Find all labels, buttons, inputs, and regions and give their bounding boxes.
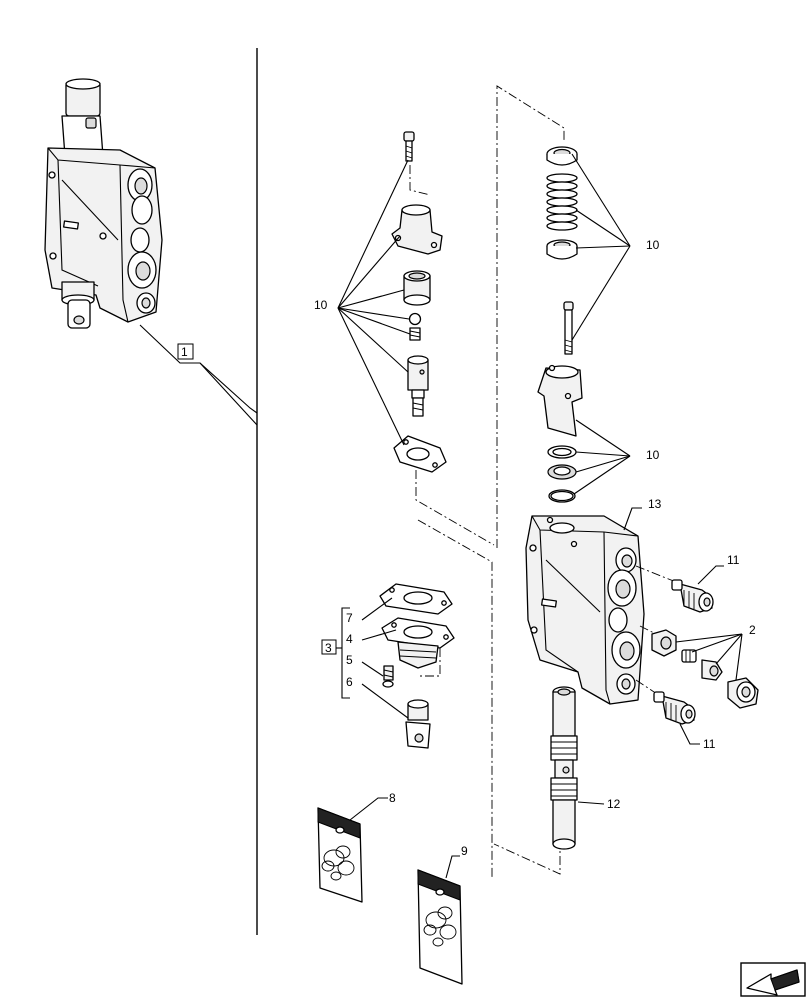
spool (493, 686, 605, 875)
callout-7: 7 (346, 611, 353, 625)
callout-4: 4 (346, 632, 353, 646)
valve-section-body (525, 507, 677, 705)
assembled-valve-section (44, 78, 258, 426)
main-spring (546, 173, 578, 231)
callout-1: 1 (181, 345, 188, 359)
seal-kit-8 (317, 797, 388, 903)
seal-kit-9 (417, 855, 463, 985)
callout-2: 2 (749, 623, 756, 637)
callout-11-b: 11 (703, 737, 716, 751)
callout-10-b: 10 (646, 238, 660, 252)
next-page-arrow-icon[interactable] (740, 962, 806, 997)
middle-lower-kit (336, 519, 493, 878)
callout-5: 5 (346, 653, 353, 667)
callout-8: 8 (389, 791, 396, 805)
fittings (651, 565, 759, 745)
callout-11-a: 11 (727, 553, 740, 567)
callout-6: 6 (346, 675, 353, 689)
middle-upper-parts (337, 131, 495, 546)
callout-10-c: 10 (646, 448, 660, 462)
right-upper-parts (496, 85, 631, 548)
callout-12: 12 (607, 797, 621, 811)
callout-13: 13 (648, 497, 662, 511)
callout-box-1 (177, 343, 194, 360)
callout-3: 3 (325, 641, 332, 655)
callout-9: 9 (461, 844, 468, 858)
callout-box-3 (321, 639, 337, 655)
callout-10-a: 10 (314, 298, 328, 312)
